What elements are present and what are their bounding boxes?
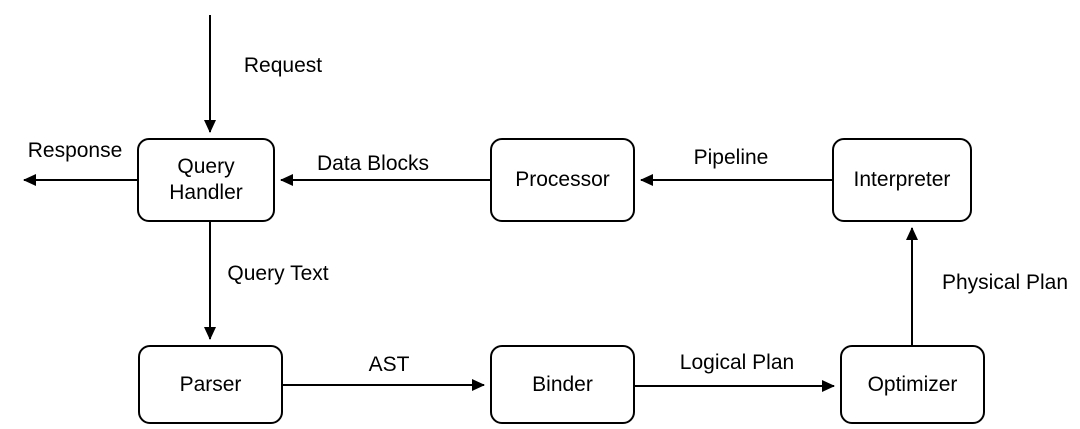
edge-label-ast: AST bbox=[366, 353, 412, 377]
edge-label-logical-plan: Logical Plan bbox=[677, 351, 797, 375]
node-query-handler: Query Handler bbox=[137, 138, 275, 222]
edge-label-physical-plan: Physical Plan bbox=[939, 271, 1071, 295]
edge-label-query-text: Query Text bbox=[225, 262, 331, 286]
node-interpreter-label: Interpreter bbox=[853, 168, 951, 192]
edge-label-pipeline: Pipeline bbox=[691, 146, 771, 170]
node-optimizer: Optimizer bbox=[840, 345, 985, 424]
node-optimizer-label: Optimizer bbox=[867, 372, 958, 396]
edge-label-response: Response bbox=[25, 139, 125, 163]
node-parser-label: Parser bbox=[179, 372, 242, 396]
node-binder-label: Binder bbox=[532, 372, 593, 396]
node-query-handler-label: Query Handler bbox=[169, 155, 243, 204]
node-parser: Parser bbox=[138, 345, 283, 424]
node-binder: Binder bbox=[490, 345, 635, 424]
edge-label-data-blocks: Data Blocks bbox=[314, 152, 432, 176]
node-processor-label: Processor bbox=[515, 168, 610, 192]
node-interpreter: Interpreter bbox=[832, 138, 972, 222]
node-processor: Processor bbox=[490, 138, 635, 222]
edge-label-request: Request bbox=[241, 54, 325, 78]
